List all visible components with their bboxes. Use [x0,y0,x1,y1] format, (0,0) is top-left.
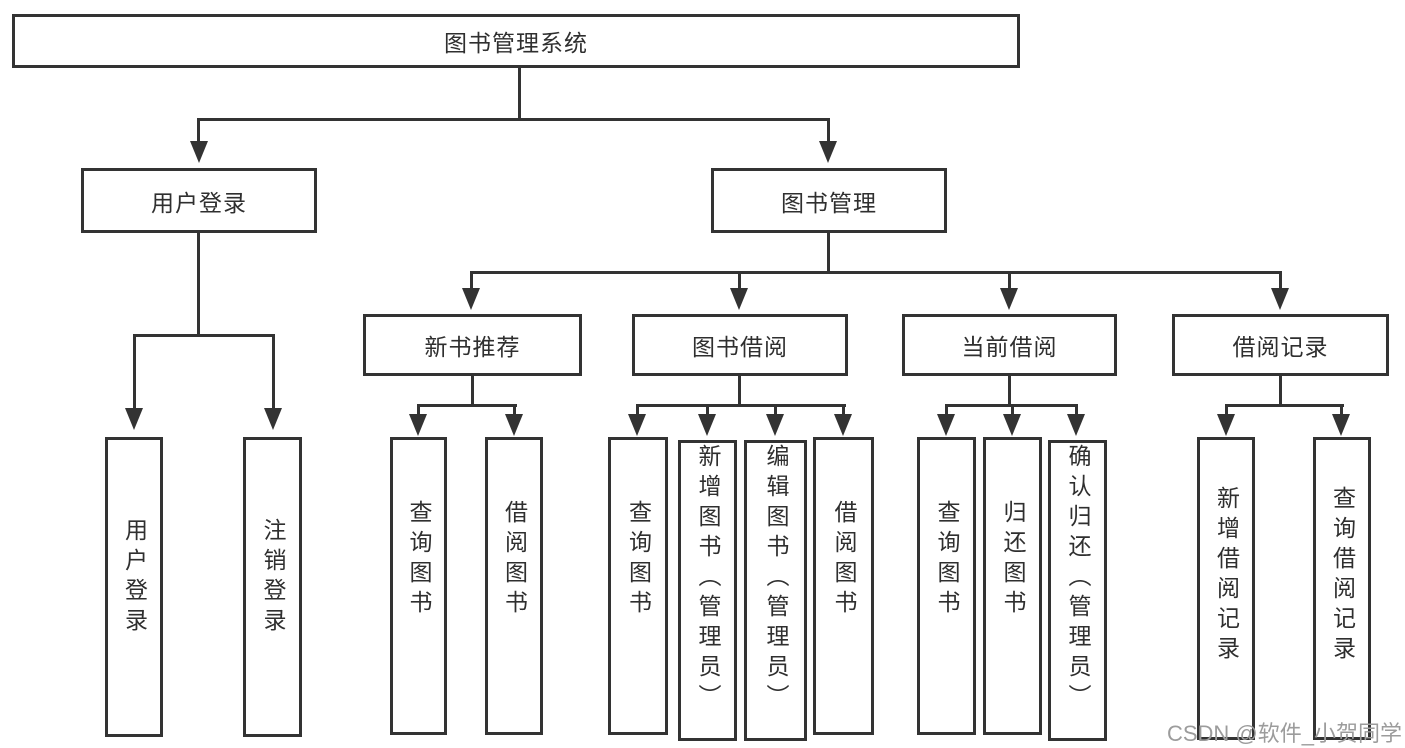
connector-current-borrowing-stem [1008,376,1011,405]
connector-book-mgmt-stem [827,233,830,274]
leaf-label: 新增图书（管理员） [695,444,721,714]
arrowhead-icon [1332,414,1350,436]
connector-new-book-rail [417,404,517,407]
connector-to-logout-leaf [272,334,275,408]
connector-leaf-stem [1225,404,1228,414]
leaf-label: 借阅图书 [501,500,528,620]
node-add-books-admin: 新增图书（管理员） [678,440,737,741]
connector-to-current-borrowing [1008,271,1011,288]
connector-to-login-leaf [133,334,136,408]
connector-borrowing-records-stem [1279,376,1282,405]
connector-to-borrowing-records [1279,271,1282,288]
node-borrow-books: 借阅图书 [813,437,874,735]
leaf-label: 注销登录 [260,518,286,638]
connector-to-user-login [197,118,200,142]
arrowhead-icon [834,414,852,436]
node-query-borrow-record: 查询借阅记录 [1313,437,1371,740]
leaf-label: 查询图书 [406,500,432,620]
leaf-label: 确认归还（管理员） [1065,444,1091,714]
arrowhead-icon [1271,288,1289,310]
node-book-borrowing: 图书借阅 [632,314,848,376]
node-return-books: 归还图书 [983,437,1042,735]
connector-book-borrowing-rail [636,404,846,407]
arrowhead-icon [698,414,716,436]
connector-borrowing-records-rail [1225,404,1344,407]
node-query-books: 查询图书 [917,437,976,735]
connector-level3-rail [470,271,1282,274]
arrowhead-icon [766,414,784,436]
arrowhead-icon [1003,414,1021,436]
node-current-borrowing: 当前借阅 [902,314,1117,376]
arrowhead-icon [190,141,208,163]
connector-root-stem [518,68,521,119]
connector-leaf-stem [1011,404,1014,414]
connector-user-login-stem [197,233,200,336]
arrowhead-icon [819,141,837,163]
arrowhead-icon [125,408,143,430]
connector-leaf-stem [513,404,516,414]
arrowhead-icon [409,414,427,436]
connector-leaf-stem [1075,404,1078,414]
node-user-login-leaf: 用户登录 [105,437,163,737]
connector-to-book-borrowing [738,271,741,288]
connector-leaf-stem [945,404,948,414]
arrowhead-icon [628,414,646,436]
arrowhead-icon [730,288,748,310]
leaf-label: 查询图书 [625,500,652,620]
arrowhead-icon [937,414,955,436]
connector-book-borrowing-stem [738,376,741,405]
arrowhead-icon [264,408,282,430]
leaf-label: 归还图书 [1000,500,1026,620]
connector-leaf-stem [417,404,420,414]
leaf-label: 查询借阅记录 [1329,486,1356,666]
watermark: CSDN @软件_小贺同学 [1166,721,1402,746]
arrowhead-icon [1067,414,1085,436]
connector-leaf-stem [706,404,709,414]
connector-leaf-stem [774,404,777,414]
connector-leaf-stem [1340,404,1343,414]
node-logout: 注销登录 [243,437,302,737]
node-query-books: 查询图书 [390,437,447,735]
node-confirm-return-admin: 确认归还（管理员） [1048,440,1107,741]
node-new-book-recommend: 新书推荐 [363,314,582,376]
connector-to-new-book [470,271,473,288]
arrowhead-icon [1000,288,1018,310]
arrowhead-icon [505,414,523,436]
node-library-management-system: 图书管理系统 [12,14,1020,68]
node-query-books: 查询图书 [608,437,668,735]
connector-user-login-rail [133,334,275,337]
leaf-label: 用户登录 [121,518,148,638]
node-book-management: 图书管理 [711,168,947,233]
node-edit-books-admin: 编辑图书（管理员） [744,440,807,741]
connector-leaf-stem [842,404,845,414]
leaf-label: 查询图书 [934,500,960,620]
leaf-label: 借阅图书 [831,500,857,620]
leaf-label: 新增借阅记录 [1213,486,1240,666]
arrowhead-icon [1217,414,1235,436]
arrowhead-icon [462,288,480,310]
node-add-borrow-record: 新增借阅记录 [1197,437,1255,740]
connector-to-book-management [827,118,830,142]
node-borrowing-records: 借阅记录 [1172,314,1389,376]
node-user-login: 用户登录 [81,168,317,233]
connector-level1-rail [197,118,830,121]
node-borrow-books: 借阅图书 [485,437,543,735]
connector-leaf-stem [636,404,639,414]
leaf-label: 编辑图书（管理员） [763,444,789,714]
connector-new-book-stem [471,376,474,405]
